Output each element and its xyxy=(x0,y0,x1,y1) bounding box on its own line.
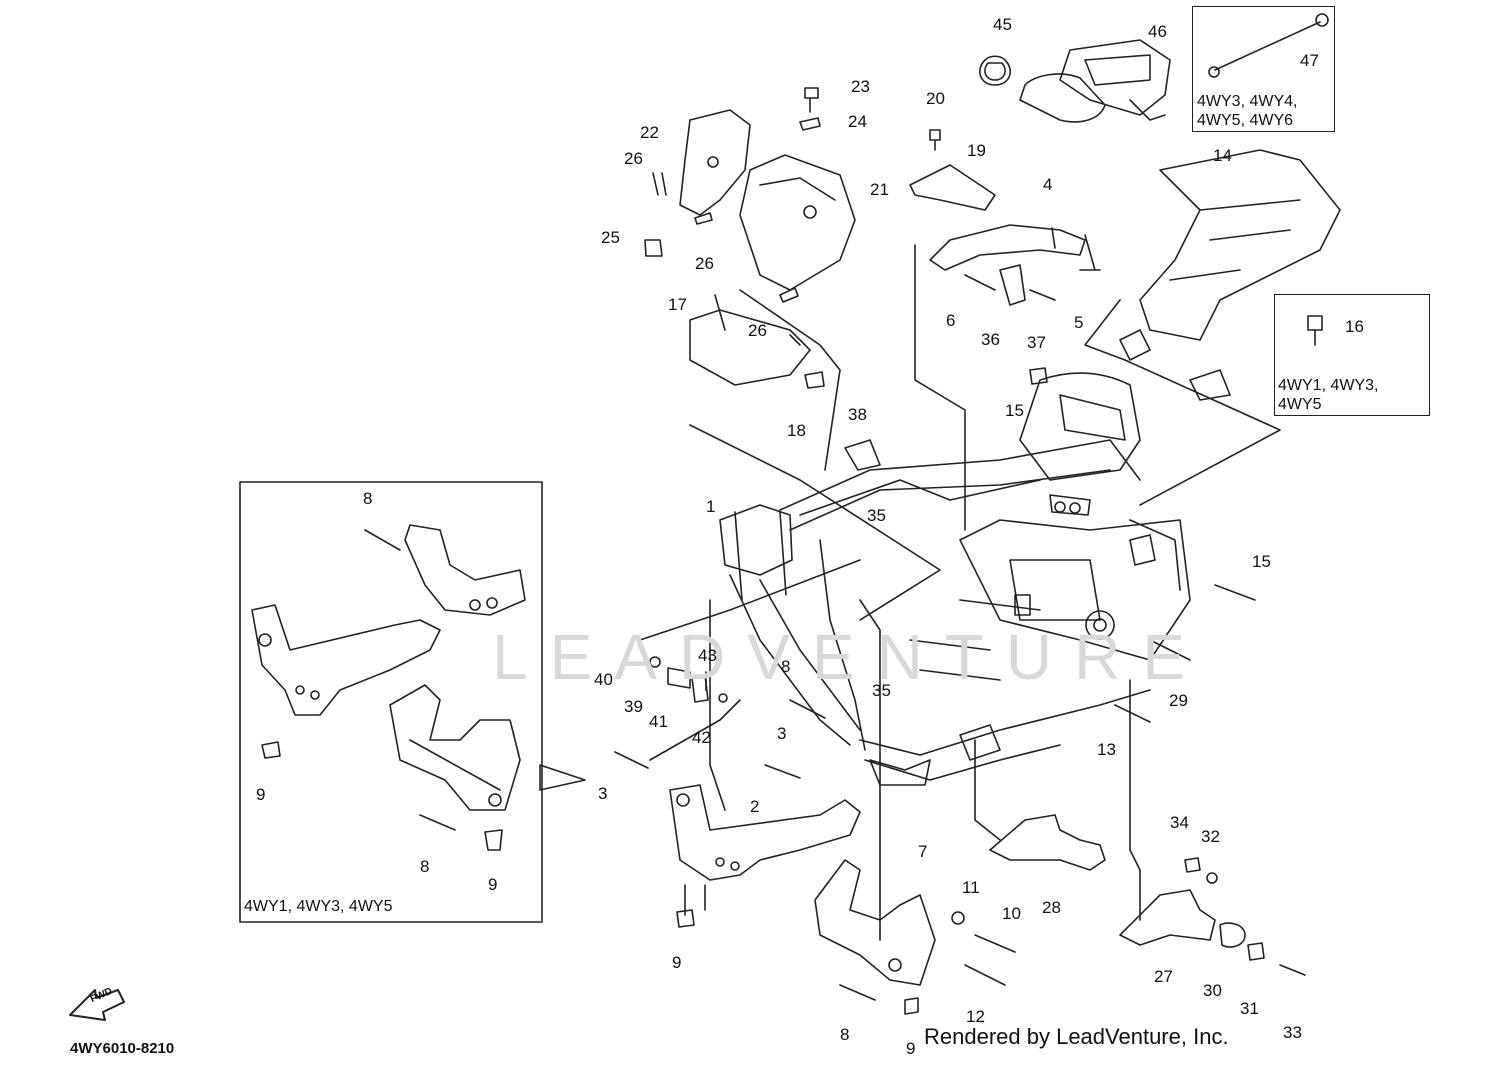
callout-26a: 26 xyxy=(624,149,643,168)
callout-3b: 3 xyxy=(598,784,608,803)
callout-36: 36 xyxy=(981,330,1000,349)
callout-20: 20 xyxy=(926,89,945,108)
callout-34: 34 xyxy=(1170,813,1189,832)
left-inset-drawing xyxy=(251,524,586,851)
callout-47: 47 xyxy=(1300,51,1319,70)
callout-22: 22 xyxy=(640,123,659,142)
callout-38: 38 xyxy=(848,405,867,424)
top-parts-drawing xyxy=(644,13,1341,621)
callout-14: 14 xyxy=(1213,146,1232,165)
model-box-16 xyxy=(1274,294,1430,416)
model-box-47-text: 4WY3, 4WY4, 4WY5, 4WY6 xyxy=(1197,93,1298,129)
callout-18: 18 xyxy=(787,421,806,440)
model-box-16-text: 4WY1, 4WY3, 4WY5 xyxy=(1278,377,1379,413)
callout-29: 29 xyxy=(1169,691,1188,710)
callout-21: 21 xyxy=(870,180,889,199)
callout-41: 41 xyxy=(649,712,668,731)
callout-45: 45 xyxy=(993,15,1012,34)
main-frame-drawing xyxy=(719,372,1191,786)
callout-7: 7 xyxy=(918,842,928,861)
callout-17: 17 xyxy=(668,295,687,314)
callout-16: 16 xyxy=(1345,317,1364,336)
callout-12: 12 xyxy=(966,1007,985,1026)
callout-37: 37 xyxy=(1027,333,1046,352)
callout-40: 40 xyxy=(594,670,613,689)
callout-30: 30 xyxy=(1203,981,1222,1000)
callout-27: 27 xyxy=(1154,967,1173,986)
callout-35b: 35 xyxy=(872,681,891,700)
callout-46: 46 xyxy=(1148,22,1167,41)
callout-11: 11 xyxy=(962,878,980,897)
callout-35a: 35 xyxy=(867,506,886,525)
callout-28: 28 xyxy=(1042,898,1061,917)
callout-19: 19 xyxy=(967,141,986,160)
callout-8b: 8 xyxy=(420,857,430,876)
callout-9b: 9 xyxy=(488,875,498,894)
callout-26c: 26 xyxy=(748,321,767,340)
fwd-arrow xyxy=(69,989,125,1021)
callout-23: 23 xyxy=(851,77,870,96)
callout-4: 4 xyxy=(1043,175,1053,194)
callout-3a: 3 xyxy=(777,724,787,743)
model-box-47 xyxy=(1192,6,1335,132)
callout-9d: 9 xyxy=(906,1039,916,1058)
callout-8c: 8 xyxy=(781,657,791,676)
callout-43: 43 xyxy=(698,646,717,665)
callout-8d: 8 xyxy=(840,1025,850,1044)
callout-1: 1 xyxy=(706,497,716,516)
callout-5: 5 xyxy=(1074,313,1084,332)
callout-15a: 15 xyxy=(1005,401,1024,420)
callout-10: 10 xyxy=(1002,904,1021,923)
callout-13: 13 xyxy=(1097,740,1116,759)
watermark: LEADVENTURE xyxy=(492,621,1207,693)
callout-39: 39 xyxy=(624,697,643,716)
callout-32: 32 xyxy=(1201,827,1220,846)
callout-9a: 9 xyxy=(256,785,266,804)
callout-24: 24 xyxy=(848,112,867,131)
callout-6: 6 xyxy=(946,311,956,330)
model-box-left-text: 4WY1, 4WY3, 4WY5 xyxy=(244,898,393,915)
callout-2: 2 xyxy=(750,797,760,816)
callout-31: 31 xyxy=(1240,999,1259,1018)
callout-8a: 8 xyxy=(363,489,373,508)
callout-15b: 15 xyxy=(1252,552,1271,571)
rendered-by-credit: Rendered by LeadVenture, Inc. xyxy=(924,1024,1229,1049)
lower-parts-drawing xyxy=(614,559,1306,1015)
callout-26b: 26 xyxy=(695,254,714,273)
callout-33: 33 xyxy=(1283,1023,1302,1042)
callout-42: 42 xyxy=(692,728,711,747)
callout-9c: 9 xyxy=(672,953,682,972)
callout-25: 25 xyxy=(601,228,620,247)
diagram-code: 4WY6010-8210 xyxy=(70,1040,175,1057)
